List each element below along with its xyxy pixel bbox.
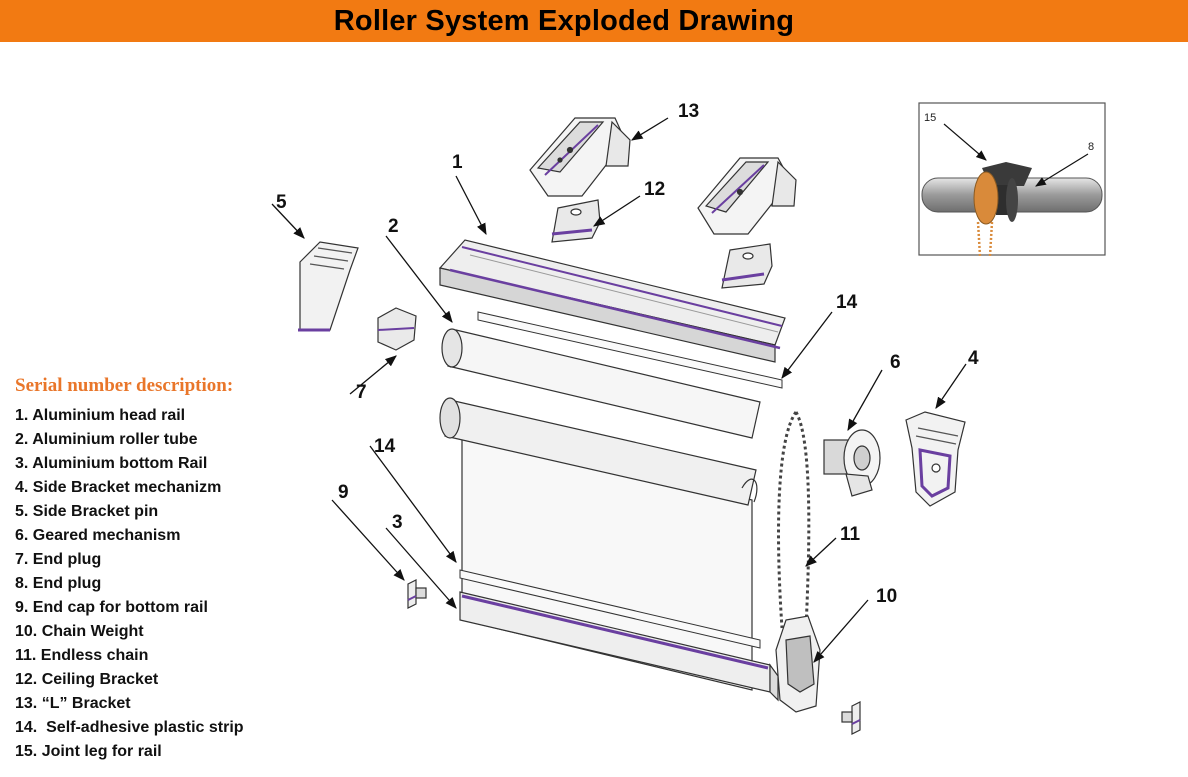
callout-4: 4 [968, 348, 979, 369]
plastic-strip-lower [459, 569, 761, 649]
side-bracket-mechanism [905, 411, 966, 507]
legend-item: 8. End plug [15, 575, 102, 592]
ceiling-bracket-top [551, 199, 601, 243]
legend-item: 2. Aluminium roller tube [15, 431, 198, 448]
legend-item: 1. Aluminium head rail [15, 407, 186, 424]
chain-weight [775, 615, 821, 713]
legend-item: 10. Chain Weight [15, 623, 144, 640]
endless-chain [777, 411, 811, 629]
callout-9: 9 [338, 482, 349, 503]
legend-item: 4. Side Bracket mechanizm [15, 479, 222, 496]
inset-callout-15: 15 [924, 112, 936, 124]
end-cap-left [407, 579, 427, 609]
plastic-strip-upper [477, 311, 783, 389]
callout-7: 7 [356, 382, 367, 403]
callout-14-upper: 14 [836, 292, 858, 313]
callout-13: 13 [678, 101, 699, 122]
end-cap-right [841, 701, 861, 735]
legend-item: 13. “L” Bracket [15, 695, 131, 712]
callout-1: 1 [452, 152, 463, 173]
callout-5: 5 [276, 192, 287, 213]
legend-item: 11. Endless chain [15, 647, 149, 664]
legend-item: 6. Geared mechanism [15, 527, 181, 544]
legend-item: 12. Ceiling Bracket [15, 671, 159, 688]
inset-detail: 15 8 [918, 102, 1106, 257]
callout-12: 12 [644, 179, 665, 200]
legend-item: 14. Self-adhesive plastic strip [15, 719, 244, 736]
page-title: Roller System Exploded Drawing [333, 4, 795, 37]
l-bracket-right [697, 157, 797, 235]
callout-10: 10 [876, 586, 897, 607]
callout-3: 3 [392, 512, 403, 533]
legend-item: 7. End plug [15, 551, 102, 568]
head-rail [438, 239, 786, 363]
l-bracket-left [529, 117, 631, 197]
side-bracket-pin [298, 241, 359, 332]
geared-mechanism [823, 429, 881, 497]
callout-2: 2 [388, 216, 399, 237]
serial-number-legend: Serial number description: 1. Aluminium … [15, 372, 315, 764]
inset-callout-8: 8 [1088, 141, 1094, 153]
legend-item: 5. Side Bracket pin [15, 503, 159, 520]
end-plug [377, 307, 417, 351]
legend-heading: Serial number description: [15, 375, 234, 396]
title-bar: Roller System Exploded Drawing [0, 0, 1188, 42]
legend-item: 15. Joint leg for rail [15, 743, 162, 760]
legend-item: 9. End cap for bottom rail [15, 599, 208, 616]
legend-item: 3. Aluminium bottom Rail [15, 455, 208, 472]
ceiling-bracket-bottom [721, 243, 773, 289]
callout-11: 11 [840, 524, 861, 545]
roller-tube [441, 328, 761, 439]
callout-14-lower: 14 [374, 436, 396, 457]
bottom-rail [459, 591, 779, 702]
callout-6: 6 [890, 352, 901, 373]
legend-list: 1. Aluminium head rail 2. Aluminium roll… [15, 404, 315, 764]
leader-lines [271, 117, 967, 663]
